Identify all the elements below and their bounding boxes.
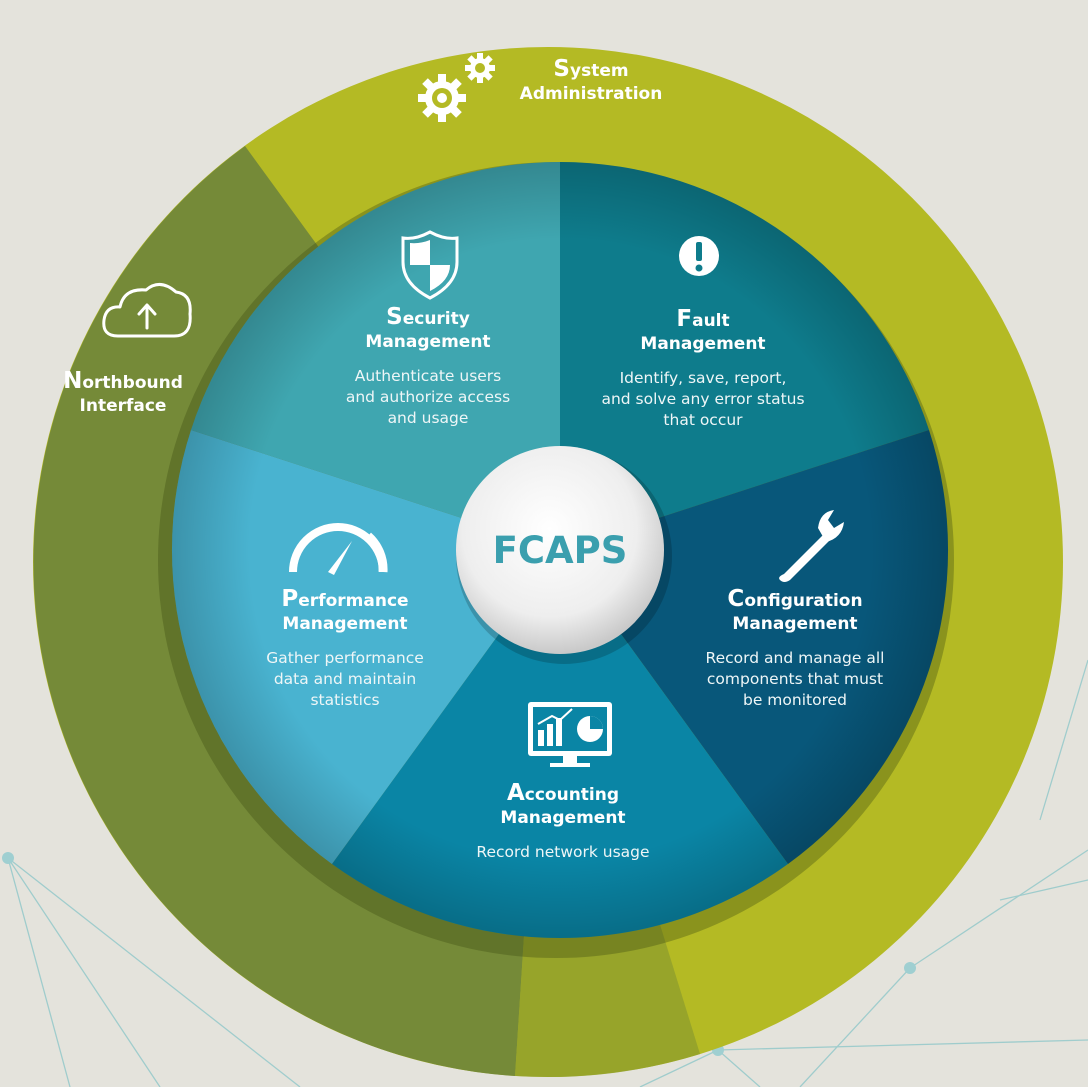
security-label: Security Management Authenticate users a…: [318, 306, 538, 429]
configuration-desc-line: Record and manage all: [705, 649, 885, 667]
fault-desc-line: and solve any error status: [601, 390, 805, 408]
configuration-desc-line: be monitored: [743, 691, 847, 709]
fault-line2: Management: [640, 334, 766, 354]
configuration-line2: Management: [732, 614, 858, 634]
performance-desc-line: statistics: [310, 691, 380, 709]
accounting-label: Accounting Management Record network usa…: [453, 782, 673, 863]
fault-desc-line: that occur: [663, 411, 743, 429]
performance-rest: erformance: [298, 591, 409, 611]
performance-line2: Management: [282, 614, 408, 634]
center-circle: [456, 446, 664, 654]
northbound-cap: N: [63, 368, 83, 394]
system-rest: ystem: [570, 61, 629, 81]
performance-desc-line: Gather performance: [266, 649, 424, 667]
northbound-line2: Interface: [79, 396, 167, 416]
performance-description: Gather performance data and maintain sta…: [245, 648, 445, 711]
configuration-rest: onfiguration: [744, 591, 863, 611]
shield-icon: [401, 230, 459, 300]
gears-icon: [418, 53, 495, 122]
accounting-desc-line: Record network usage: [476, 843, 650, 861]
network-lines-decoration: [7, 659, 1088, 1087]
center-label: FCAPS: [492, 529, 628, 572]
accounting-rest: ccounting: [524, 785, 620, 805]
accounting-description: Record network usage: [453, 842, 673, 863]
configuration-description: Record and manage all components that mu…: [680, 648, 910, 711]
exclamation-icon: [679, 236, 719, 276]
cloud-upload-icon: [102, 283, 192, 338]
accounting-line2: Management: [500, 808, 626, 828]
monitor-chart-icon: [528, 702, 612, 767]
fault-rest: ault: [692, 311, 730, 331]
system-administration-label: System Administration: [506, 58, 676, 106]
configuration-cap: C: [727, 586, 745, 612]
security-desc-line: Authenticate users: [354, 367, 502, 385]
accounting-cap: A: [506, 780, 525, 806]
performance-cap: P: [281, 586, 299, 612]
security-line2: Management: [365, 332, 491, 352]
system-line2: Administration: [519, 84, 663, 104]
northbound-interface-label: Northbound Interface: [48, 370, 198, 418]
northbound-rest: orthbound: [82, 373, 183, 393]
fault-label: Fault Management Identify, save, report,…: [588, 308, 818, 431]
speedometer-icon: [289, 523, 388, 575]
performance-desc-line: data and maintain: [273, 670, 417, 688]
system-cap: S: [553, 56, 570, 82]
configuration-desc-line: components that must: [706, 670, 884, 688]
wrench-icon: [779, 510, 844, 582]
configuration-label: Configuration Management Record and mana…: [680, 588, 910, 711]
security-rest: ecurity: [402, 309, 470, 329]
fault-desc-line: Identify, save, report,: [619, 369, 787, 387]
security-desc-line: and usage: [387, 409, 469, 427]
security-desc-line: and authorize access: [345, 388, 511, 406]
performance-label: Performance Management Gather performanc…: [245, 588, 445, 711]
fault-description: Identify, save, report, and solve any er…: [588, 368, 818, 431]
security-description: Authenticate users and authorize access …: [318, 366, 538, 429]
fault-cap: F: [676, 306, 693, 332]
security-cap: S: [386, 304, 403, 330]
